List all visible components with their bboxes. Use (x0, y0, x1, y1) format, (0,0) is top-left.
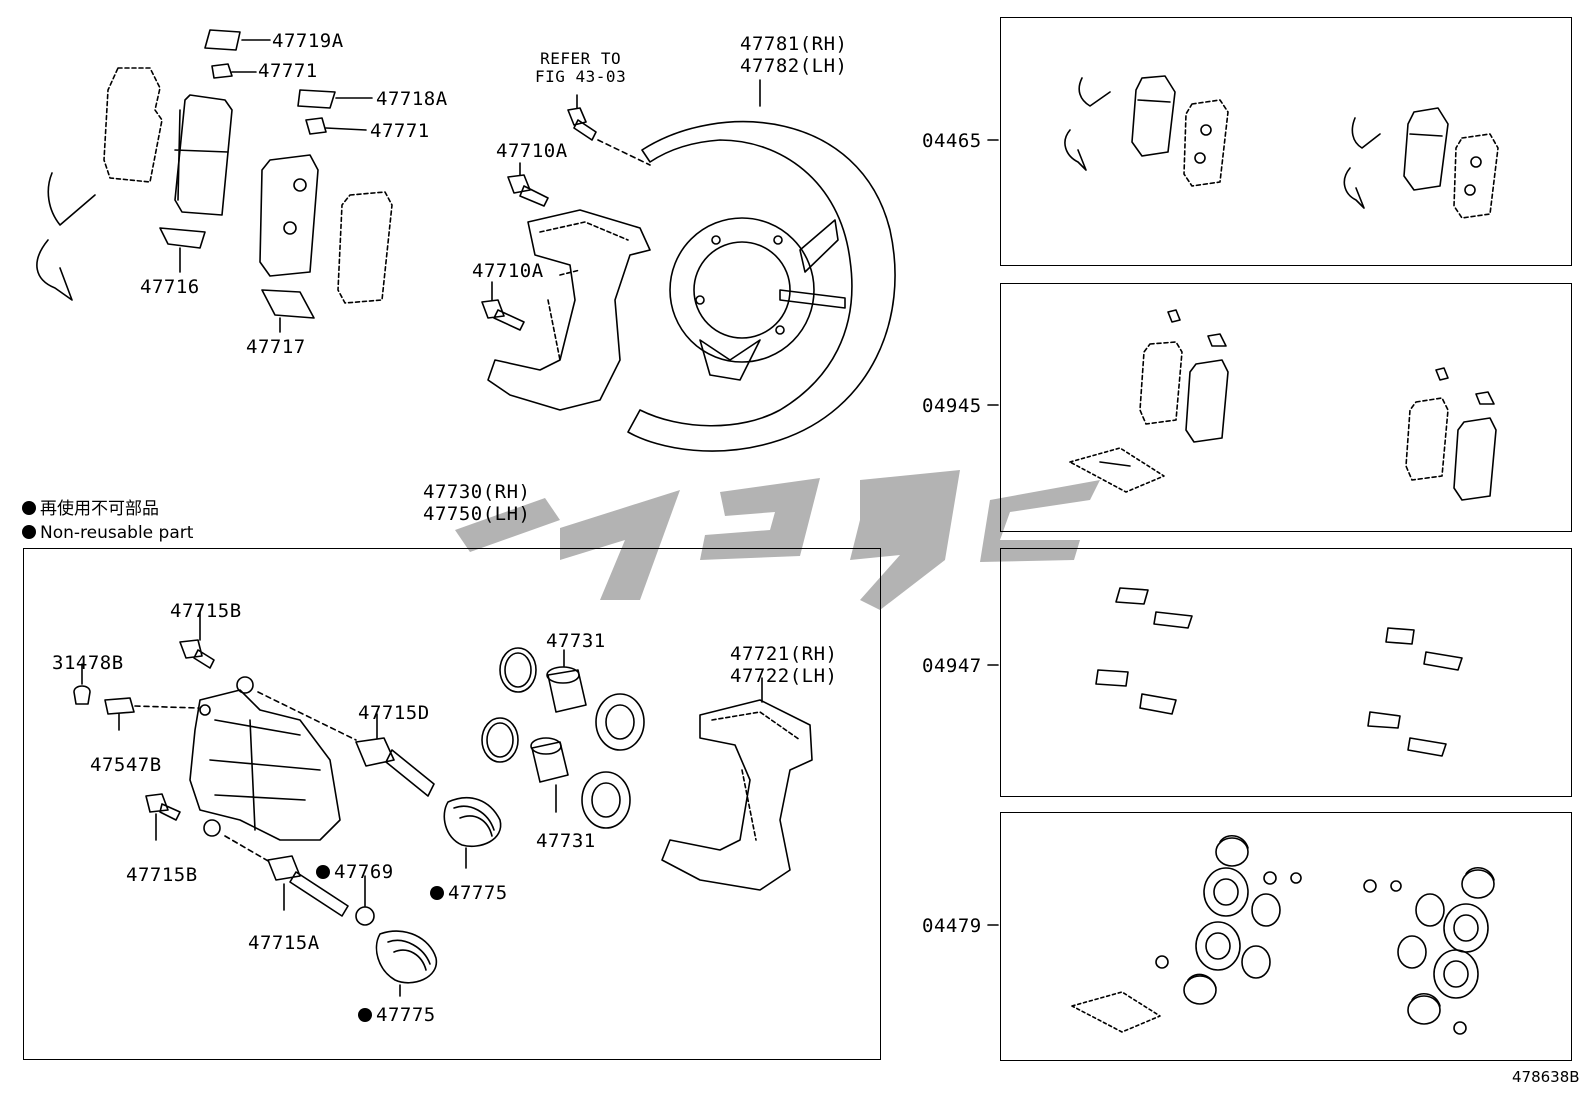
part-label-47731[interactable]: 47731 (546, 630, 606, 652)
part-label-dust-shield[interactable]: 47781(RH) 47782(LH) (740, 33, 848, 78)
kit-04947-drawing (987, 587, 1463, 757)
kit-04479-drawing (987, 835, 1495, 1035)
refer-line-1: REFER TO (540, 49, 622, 68)
part-label-47710A[interactable]: 47710A (496, 140, 568, 162)
legend-english: Non-reusable part (40, 523, 194, 543)
kit-04479-frame (1000, 812, 1572, 1061)
legend-japanese-row: 再使用不可部品 (22, 494, 193, 519)
kit-04945-drawing (987, 309, 1497, 501)
part-label-47781[interactable]: 47781(RH) (740, 33, 848, 55)
kit-code-04945[interactable]: 04945 (922, 395, 982, 417)
part-label-47750[interactable]: 47750(LH) (423, 502, 531, 525)
legend-english-row: Non-reusable part (22, 523, 193, 543)
part-label-47775-row[interactable]: 47775 (430, 884, 508, 903)
bolt-group-top (481, 94, 651, 331)
kit-04945-frame (1000, 283, 1572, 532)
part-label-47715B[interactable]: 47715B (170, 600, 242, 622)
kit-04465-frame (1000, 17, 1572, 266)
brake-pad-group-top-left (36, 29, 393, 333)
part-label-47717[interactable]: 47717 (246, 336, 306, 358)
legend-japanese: 再使用不可部品 (40, 499, 159, 519)
non-reusable-dot-icon (316, 865, 330, 879)
non-reusable-dot-icon (22, 501, 36, 515)
part-label-47775-row[interactable]: 47775 (358, 1006, 436, 1025)
non-reusable-dot-icon (430, 886, 444, 900)
part-label-47719A[interactable]: 47719A (272, 30, 344, 52)
disc-dust-shield (627, 79, 896, 452)
legend: 再使用不可部品 Non-reusable part (22, 494, 193, 543)
part-label-47721[interactable]: 47721(RH) (730, 643, 838, 665)
part-label-47716[interactable]: 47716 (140, 276, 200, 298)
part-label-47771[interactable]: 47771 (370, 120, 430, 142)
refer-to-figure-note: REFER TO FIG 43-03 (535, 49, 627, 87)
part-label-47710A[interactable]: 47710A (472, 260, 544, 282)
part-label-47731[interactable]: 47731 (536, 830, 596, 852)
refer-line-2[interactable]: FIG 43-03 (535, 67, 627, 87)
kit-04947-frame (1000, 548, 1572, 797)
part-label-31478B[interactable]: 31478B (52, 652, 124, 674)
caliper-group-frame (23, 548, 881, 1060)
part-label-mount-bracket[interactable]: 47721(RH) 47722(LH) (730, 643, 838, 688)
part-label-47722[interactable]: 47722(LH) (730, 664, 838, 687)
part-label-47771[interactable]: 47771 (258, 60, 318, 82)
part-label-47718A[interactable]: 47718A (376, 88, 448, 110)
kit-code-04947[interactable]: 04947 (922, 655, 982, 677)
part-label-47769[interactable]: 47769 (334, 861, 394, 883)
non-reusable-dot-icon (22, 525, 36, 539)
diagram-id: 478638B (1512, 1068, 1580, 1086)
caliper-mount-bracket-top (487, 209, 651, 411)
kit-04465-drawing (987, 75, 1499, 219)
part-label-47715B[interactable]: 47715B (126, 864, 198, 886)
part-label-47782[interactable]: 47782(LH) (740, 54, 848, 77)
part-label-caliper-assy[interactable]: 47730(RH) 47750(LH) (423, 481, 531, 526)
part-label-47775[interactable]: 47775 (376, 1004, 436, 1026)
part-label-47715D[interactable]: 47715D (358, 702, 430, 724)
part-label-47769-row[interactable]: 47769 (316, 863, 394, 882)
kit-code-04479[interactable]: 04479 (922, 915, 982, 937)
watermark-logo (455, 470, 1100, 610)
part-label-47547B[interactable]: 47547B (90, 754, 162, 776)
caliper-assembly-drawing (73, 611, 813, 997)
part-label-47715A[interactable]: 47715A (248, 932, 320, 954)
part-label-47730[interactable]: 47730(RH) (423, 481, 531, 503)
part-label-47775[interactable]: 47775 (448, 882, 508, 904)
non-reusable-dot-icon (358, 1008, 372, 1022)
kit-code-04465[interactable]: 04465 (922, 130, 982, 152)
